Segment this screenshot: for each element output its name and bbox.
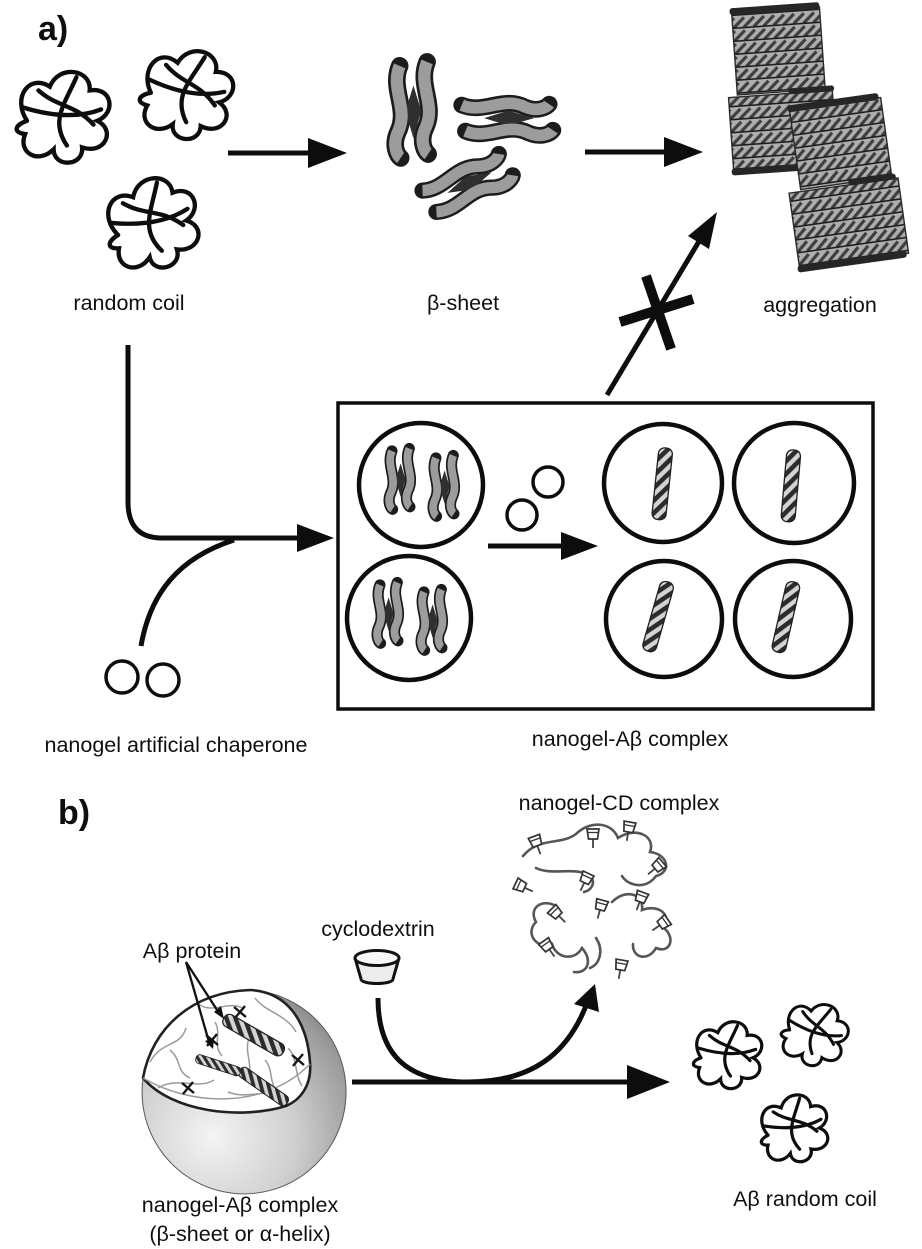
ab-protein-pointer — [184, 961, 224, 1049]
random-coil-molecules — [17, 44, 238, 278]
nanogel-ab-complex-label: nanogel-Aβ complex — [532, 727, 729, 751]
aggregation-fibrils — [727, 2, 910, 273]
free-nanogel-particles — [505, 465, 565, 532]
chaperone-merge-curve — [138, 537, 235, 647]
arrow-sheet-to-aggregation — [585, 137, 703, 167]
ab-random-coil-label: Aβ random coil — [733, 1187, 877, 1211]
nanogel-ab-complex-b-label-2: (β-sheet or α-helix) — [149, 1222, 330, 1246]
beta-sheet-molecules — [395, 62, 553, 217]
nanogel-chaperone-particles — [104, 659, 181, 698]
cyclodextrin-label: cyclodextrin — [321, 917, 435, 941]
aggregation-label: aggregation — [763, 293, 877, 317]
arrow-coil-to-sheet — [228, 138, 347, 168]
blocked-arrow — [604, 212, 717, 397]
nanogel-ab-complex-b-label-1: nanogel-Aβ complex — [142, 1193, 339, 1217]
nanogel-cd-label: nanogel-CD complex — [519, 791, 720, 815]
arrow-inside-box — [488, 532, 598, 560]
nanogel-chaperone-label: nanogel artificial chaperone — [45, 733, 308, 757]
nanogel-with-helix — [601, 420, 857, 680]
nanogel-cd-complex — [512, 820, 673, 981]
sphere-inner-mesh — [149, 997, 306, 1109]
beta-sheet-label: β-sheet — [427, 291, 499, 315]
ab-protein-label: Aβ protein — [143, 939, 241, 963]
arrow-to-cd-complex — [375, 984, 599, 1085]
panel-a-label: a) — [38, 10, 68, 48]
arrow-coil-to-box — [125, 345, 334, 552]
complex-box — [336, 401, 875, 711]
arrow-to-random-coil — [352, 1065, 670, 1099]
panel-b-label: b) — [58, 794, 90, 832]
random-coil-label: random coil — [73, 291, 184, 315]
nanogel-with-beta-sheet — [344, 420, 486, 683]
cyclodextrin-cup-icon — [353, 949, 401, 985]
ab-random-coil-molecules — [691, 993, 856, 1169]
nanogel-sphere — [141, 988, 347, 1195]
